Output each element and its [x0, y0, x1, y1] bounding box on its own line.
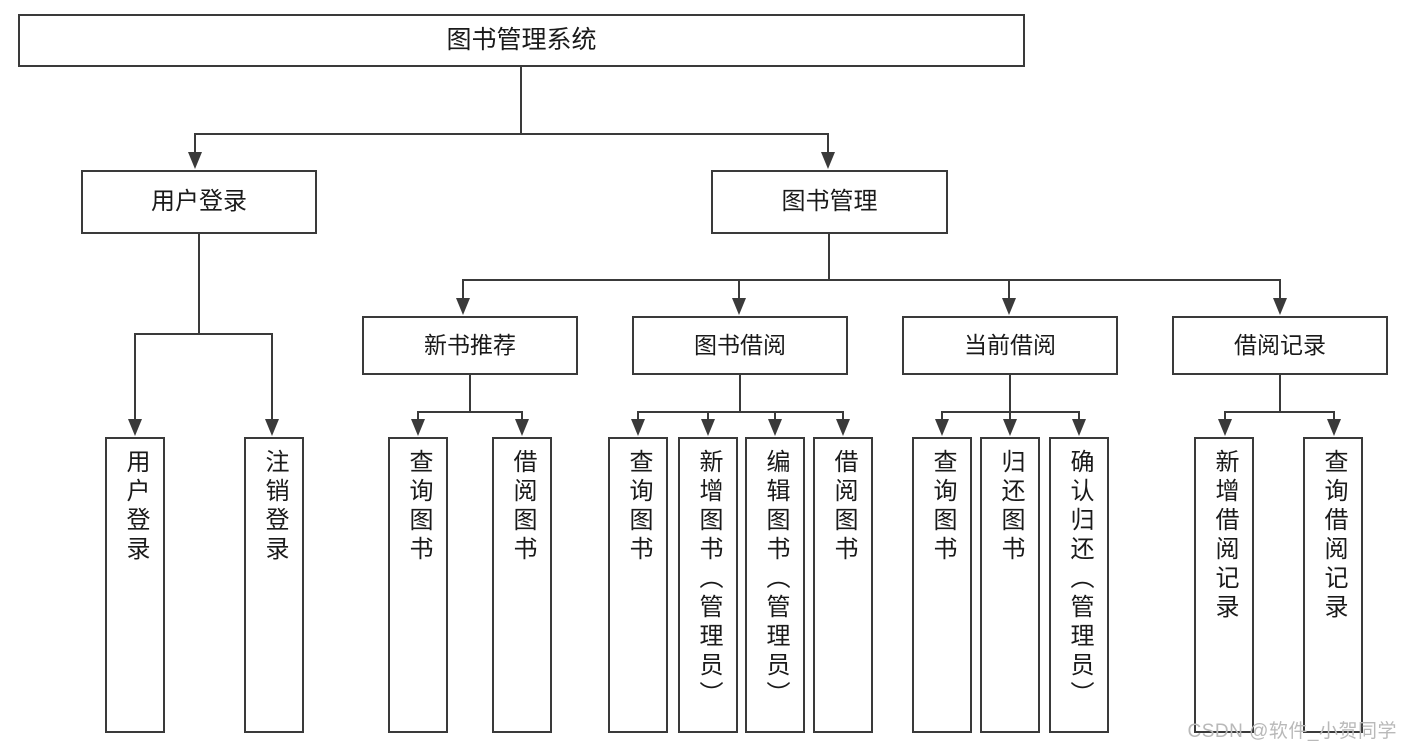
connector-user-login-stem [198, 234, 200, 334]
arrowhead-to-leaf-borrow-book-2 [836, 419, 850, 436]
leaf-label: 借阅图书 [509, 449, 536, 565]
leaf-add-borrow-record[interactable]: 新增借阅记录 [1194, 437, 1254, 733]
leaf-return-book[interactable]: 归还图书 [980, 437, 1040, 733]
connector-root-bus [194, 133, 828, 135]
connector-level3-drop-2 [738, 279, 740, 299]
node-label: 借阅记录 [1234, 332, 1326, 359]
connector-level3-drop-1 [462, 279, 464, 299]
node-book-management[interactable]: 图书管理 [711, 170, 948, 234]
connector-book-borrow-drop-4 [842, 411, 844, 420]
arrowhead-to-user-login [188, 152, 202, 169]
node-root-library-management-system[interactable]: 图书管理系统 [18, 14, 1025, 67]
node-book-borrow[interactable]: 图书借阅 [632, 316, 848, 375]
node-label: 新书推荐 [424, 332, 516, 359]
node-label: 用户登录 [151, 188, 247, 216]
connector-current-borrow-drop-2 [1009, 411, 1011, 420]
arrowhead-to-leaf-query-book-3 [935, 419, 949, 436]
leaf-label: 注销登录 [261, 449, 288, 565]
leaf-borrow-book-recommend[interactable]: 借阅图书 [492, 437, 552, 733]
node-label: 图书借阅 [694, 332, 786, 359]
connector-new-book-drop-1 [417, 411, 419, 420]
arrowhead-to-book-management [821, 152, 835, 169]
leaf-confirm-return-admin[interactable]: 确认归还（管理员） [1049, 437, 1109, 733]
node-label: 当前借阅 [964, 332, 1056, 359]
leaf-label: 新增图书（管理员） [695, 449, 722, 710]
connector-new-book-stem [469, 375, 471, 412]
leaf-query-borrow-record[interactable]: 查询借阅记录 [1303, 437, 1363, 733]
connector-book-borrow-drop-1 [637, 411, 639, 420]
connector-book-borrow-stem [739, 375, 741, 412]
node-label: 图书管理 [781, 188, 878, 216]
arrowhead-to-leaf-query-record [1327, 419, 1341, 436]
leaf-label: 确认归还（管理员） [1066, 449, 1093, 710]
leaf-user-login[interactable]: 用户登录 [105, 437, 165, 733]
arrowhead-to-leaf-borrow-book-1 [515, 419, 529, 436]
node-new-book-recommend[interactable]: 新书推荐 [362, 316, 578, 375]
connector-user-login-bus [134, 333, 273, 335]
arrowhead-to-book-borrow [732, 298, 746, 315]
connector-current-borrow-drop-3 [1078, 411, 1080, 420]
connector-borrow-record-drop-1 [1224, 411, 1226, 420]
arrowhead-to-leaf-confirm-return [1072, 419, 1086, 436]
connector-root-stem [520, 67, 522, 134]
connector-borrow-record-drop-2 [1333, 411, 1335, 420]
connector-current-borrow-stem [1009, 375, 1011, 412]
arrowhead-to-leaf-edit-book [768, 419, 782, 436]
connector-root-drop-left [194, 133, 196, 153]
arrowhead-to-current-borrow [1002, 298, 1016, 315]
leaf-label: 查询图书 [929, 449, 956, 565]
arrowhead-to-leaf-add-book [701, 419, 715, 436]
node-label: 图书管理系统 [446, 26, 597, 55]
leaf-label: 新增借阅记录 [1211, 449, 1238, 623]
leaf-label: 查询借阅记录 [1320, 449, 1347, 623]
connector-level3-bus [462, 279, 1281, 281]
arrowhead-to-leaf-query-book-1 [411, 419, 425, 436]
leaf-query-book-borrow[interactable]: 查询图书 [608, 437, 668, 733]
leaf-add-book-admin[interactable]: 新增图书（管理员） [678, 437, 738, 733]
connector-borrow-record-stem [1279, 375, 1281, 412]
leaf-borrow-book[interactable]: 借阅图书 [813, 437, 873, 733]
arrowhead-to-borrow-record [1273, 298, 1287, 315]
leaf-label: 用户登录 [122, 449, 149, 565]
connector-new-book-bus [417, 411, 522, 413]
arrowhead-to-leaf-query-book-2 [631, 419, 645, 436]
connector-book-management-stem [828, 234, 830, 280]
leaf-label: 查询图书 [625, 449, 652, 565]
connector-level3-drop-4 [1279, 279, 1281, 299]
node-borrow-record[interactable]: 借阅记录 [1172, 316, 1388, 375]
arrowhead-to-leaf-logout [265, 419, 279, 436]
connector-borrow-record-bus [1224, 411, 1335, 413]
arrowhead-to-leaf-user-login [128, 419, 142, 436]
arrowhead-to-leaf-add-record [1218, 419, 1232, 436]
connector-book-borrow-drop-3 [774, 411, 776, 420]
node-current-borrow[interactable]: 当前借阅 [902, 316, 1118, 375]
leaf-label: 查询图书 [405, 449, 432, 565]
arrowhead-to-leaf-return-book [1003, 419, 1017, 436]
connector-new-book-drop-2 [521, 411, 523, 420]
connector-user-login-drop-1 [134, 333, 136, 420]
connector-user-login-drop-2 [271, 333, 273, 420]
connector-book-borrow-drop-2 [707, 411, 709, 420]
leaf-query-book-current[interactable]: 查询图书 [912, 437, 972, 733]
leaf-label: 借阅图书 [830, 449, 857, 565]
leaf-query-book-recommend[interactable]: 查询图书 [388, 437, 448, 733]
leaf-label: 归还图书 [997, 449, 1024, 565]
connector-current-borrow-drop-1 [941, 411, 943, 420]
leaf-label: 编辑图书（管理员） [762, 449, 789, 710]
arrowhead-to-new-book-recommend [456, 298, 470, 315]
connector-root-drop-right [827, 133, 829, 153]
watermark: CSDN @软件_小贺同学 [1187, 721, 1397, 742]
leaf-edit-book-admin[interactable]: 编辑图书（管理员） [745, 437, 805, 733]
connector-book-borrow-bus [637, 411, 843, 413]
node-user-login[interactable]: 用户登录 [81, 170, 317, 234]
leaf-logout[interactable]: 注销登录 [244, 437, 304, 733]
connector-level3-drop-3 [1008, 279, 1010, 299]
